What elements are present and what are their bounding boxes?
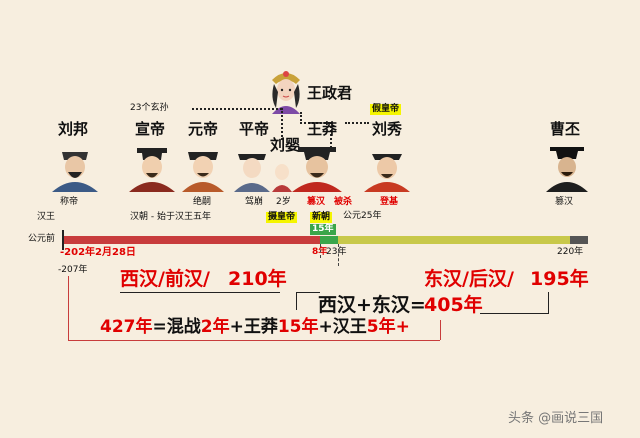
east-to-sum-h [480,313,548,314]
timeline-left-cap [62,230,64,250]
wang-mang-portrait [290,142,344,192]
west-to-sum-h [296,292,320,293]
western-han-segment [62,236,320,244]
total-formula: 427年=混战2年+王莽15年+汉王5年+ [100,319,410,336]
jia-huangdi-tag: 假皇帝 [370,104,402,115]
war-years: 2年 [200,317,230,337]
eastern-han-years: 195年 [530,268,589,290]
gongyuan-25-note: 公元25年 [343,211,382,221]
ping-di-portrait [232,142,272,192]
xin-segment [320,236,338,244]
xuan-di-portrait [127,142,177,192]
cao-pi-portrait [544,142,590,192]
total-eq: =混战 [152,317,201,337]
liu-ying-portrait [268,160,296,192]
xuansun-connector [192,108,282,110]
wm-to-lx-connector [345,122,369,124]
yuan-di-portrait [180,142,226,192]
deng-ji-note: 登基 [380,197,399,207]
twentythree-label: 23年 [326,247,347,257]
plus-han-wang: +汉王 [318,317,367,337]
wang-zhengjun-name: 王政君 [307,84,353,102]
sum-years: 405年 [424,294,483,316]
xin-chao-tag: 新朝 [310,212,333,223]
ping-di-name: 平帝 [239,120,270,138]
eastern-han-segment [338,236,570,244]
east-to-sum-v [548,292,549,314]
wang-mang-years: 15年 [277,317,319,337]
plus-wang-mang: +王莽 [229,317,278,337]
cuan-han-note: 篡汉 [307,197,326,207]
liu-xiu-portrait [362,142,412,192]
post-han-segment [570,236,588,244]
gongyuanqian-label: 公元前 [28,234,56,244]
wzj-drop [300,112,302,124]
wang-zhengjun-portrait [266,68,306,114]
west-underline [120,292,280,293]
eastern-han-prefix: 东汉/后汉/ [424,268,514,290]
she-huangdi-tag: 摄皇帝 [266,212,298,223]
han-wang-years: 5年+ [366,317,410,337]
fifteen-nian-tag: 15年 [310,224,336,235]
total-years: 427年 [100,317,153,337]
xuan-di-name: 宣帝 [135,120,166,138]
two-years-note: 2岁 [276,197,291,207]
minus-207-label: -207年 [58,265,88,275]
bei-sha-note: 被杀 [334,197,353,207]
liu-ying-name: 刘婴 [270,136,301,154]
watermark: 头条 @画说三国 [508,411,604,426]
han-wang-note: 汉王 [37,212,56,222]
wm-drop [330,122,332,152]
han-chao-note: 汉朝 - 始于汉王五年 [130,212,211,222]
cuan-han-2-note: 篡汉 [555,197,574,207]
xuansun-note: 23个玄孙 [130,103,169,113]
twotwenty-label: 220年 [557,247,584,257]
jia-beng-note: 驾崩 [245,197,264,207]
eight-nian-label: 8年 [312,247,328,257]
total-bottom-h [68,340,440,341]
west-to-sum-v [296,292,297,310]
total-right-v [440,320,441,340]
liu-bang-portrait [50,142,100,192]
jue-si-note: 绝嗣 [193,197,212,207]
sum-prefix: 西汉+东汉= [318,294,426,316]
total-left-v [68,276,69,340]
western-han-prefix: 西汉/前汉/ [120,268,210,290]
xuansun-drop [281,108,283,140]
wang-mang-name: 王莽 [307,120,338,138]
yuan-di-name: 元帝 [188,120,219,138]
year-8-marker [320,244,321,258]
year-23-marker [338,244,339,266]
liu-bang-name: 刘邦 [58,120,89,138]
western-han-years: 210年 [228,268,287,290]
start-date-label: -202年2月28日 [60,247,136,258]
cao-pi-name: 曹丕 [550,120,581,138]
timeline-bar [62,236,588,244]
wzj-to-wm-connector [300,122,330,124]
cheng-di-note: 称帝 [60,197,79,207]
liu-xiu-name: 刘秀 [372,120,403,138]
